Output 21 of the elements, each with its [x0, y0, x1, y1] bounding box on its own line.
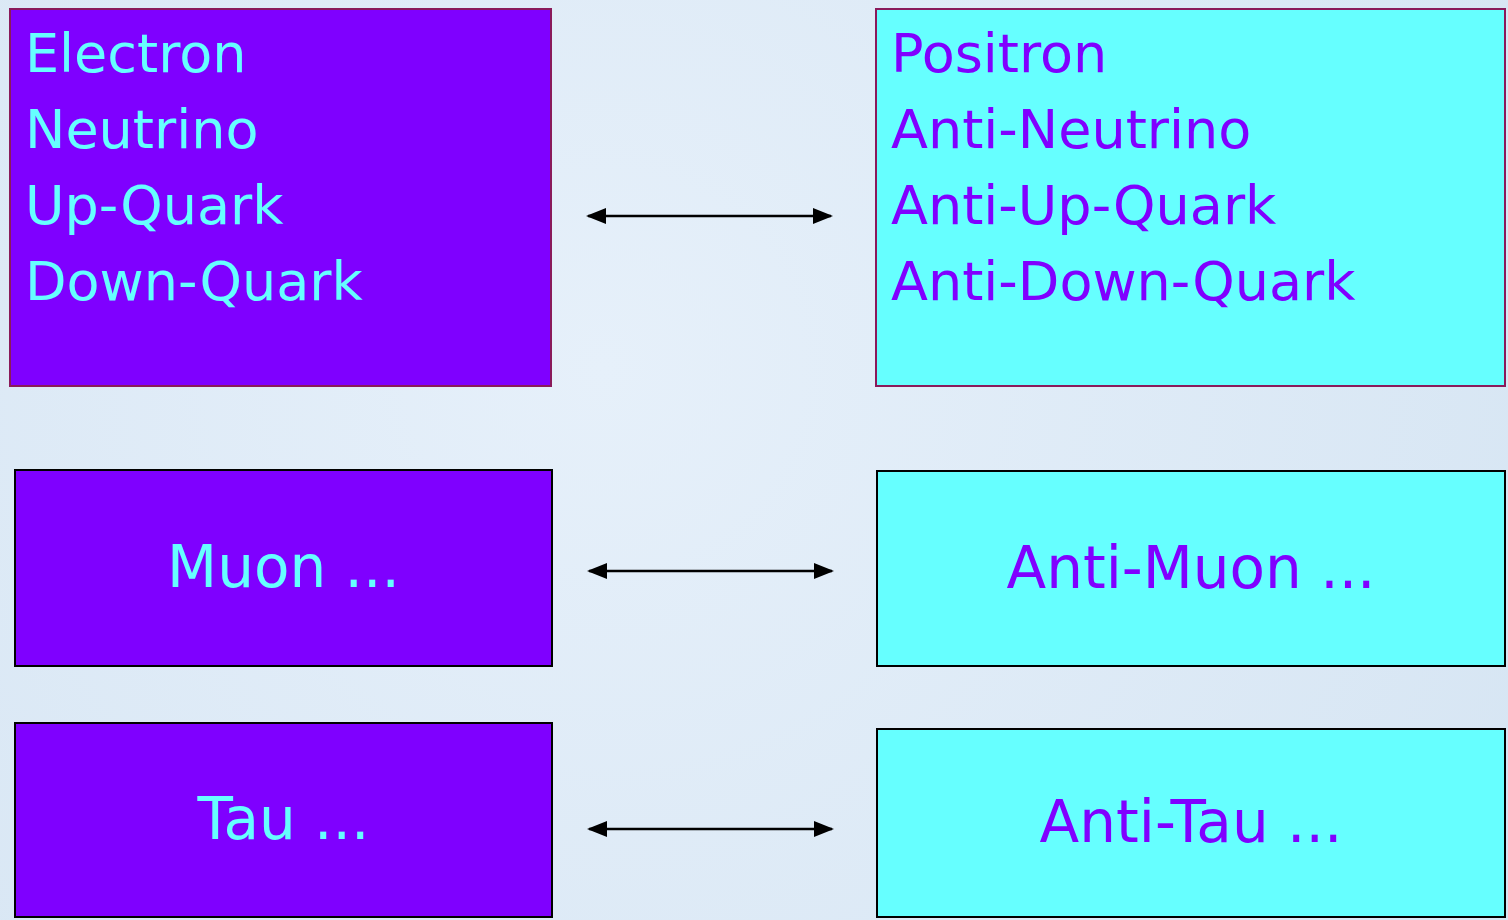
particle-box	[14, 722, 553, 918]
particle-box	[14, 469, 553, 667]
particle-name: Neutrino	[25, 97, 259, 163]
particle-box	[875, 8, 1506, 387]
particle-name: Muon ...	[167, 533, 400, 603]
particle-name: Positron	[891, 21, 1108, 87]
double-arrow	[587, 563, 834, 579]
particle-name: Anti-Muon ...	[1006, 533, 1376, 604]
particle-name: Electron	[25, 21, 247, 87]
particle-name: Down-Quark	[25, 249, 363, 315]
particle-name: Anti-Down-Quark	[891, 249, 1356, 315]
particle-box	[876, 470, 1506, 667]
particle-name: Anti-Up-Quark	[891, 173, 1277, 239]
particle-name: Tau ...	[197, 785, 370, 855]
particle-box	[9, 8, 552, 387]
particle-name: Up-Quark	[25, 173, 284, 239]
particle-box	[876, 728, 1506, 918]
particle-name: Anti-Tau ...	[1039, 788, 1343, 858]
double-arrow	[586, 208, 833, 224]
double-arrow	[587, 821, 834, 837]
particle-name: Anti-Neutrino	[891, 97, 1252, 163]
